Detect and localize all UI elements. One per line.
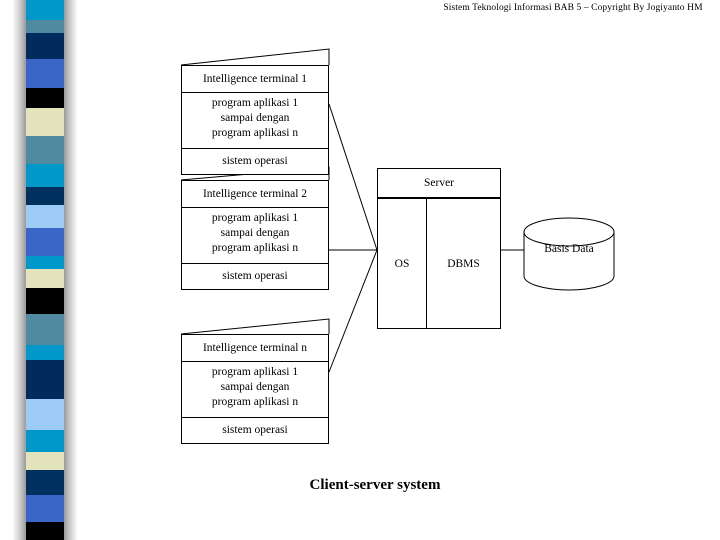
server-columns: OS DBMS [378,199,500,328]
terminal-1-program-line-1: program aplikasi 1 [211,97,299,109]
terminal-2-program-line-2: sampai dengan [220,227,290,240]
strip-block-8 [23,187,75,205]
terminal-2-program-line-3: program aplikasi n [211,242,299,255]
terminal-1-top-bevel [180,48,330,66]
strip-block-7 [20,164,75,187]
strip-block-12 [22,269,75,288]
strip-block-0 [22,0,75,20]
strip-glow-left [12,0,26,540]
strip-block-15 [23,345,75,360]
terminal-1-box[interactable]: Intelligence terminal 1 program aplikasi… [181,65,329,175]
strip-block-22 [21,522,75,540]
terminal-1-program-line-2: sampai dengan [220,112,290,125]
terminal-n-program-line-1: program aplikasi 1 [211,366,299,378]
connector-terminal-n-to-server [328,249,378,373]
terminal-n-os: sistem operasi [181,418,329,444]
strip-glow-right [64,0,78,540]
server-box[interactable]: Server OS DBMS [377,168,501,329]
diagram-caption: Client-server system [309,477,441,493]
terminal-2-programs: program aplikasi 1 sampai dengan program… [181,208,329,264]
terminal-n-title: Intelligence terminal n [181,334,329,362]
server-title: Server [378,169,500,199]
terminal-2-title: Intelligence terminal 2 [181,180,329,208]
terminal-n-box[interactable]: Intelligence terminal n program aplikasi… [181,334,329,444]
strip-block-19 [24,452,75,470]
decorative-side-strip [0,0,82,540]
strip-block-1 [21,20,75,33]
strip-block-18 [20,430,75,452]
terminal-n-top-bevel [180,318,330,335]
terminal-1-os: sistem operasi [181,149,329,175]
connector-terminal-1-to-server [328,103,378,251]
terminal-2-box[interactable]: Intelligence terminal 2 program aplikasi… [181,180,329,290]
database-label: Basis Data [544,243,594,255]
terminal-n-programs: program aplikasi 1 sampai dengan program… [181,362,329,418]
strip-block-9 [19,205,75,228]
terminal-2-program-line-1: program aplikasi 1 [211,212,299,224]
strip-block-11 [22,256,75,269]
terminal-n-program-line-2: sampai dengan [220,381,290,394]
slide-header-text: Sistem Teknologi Informasi BAB 5 – Copyr… [443,3,703,13]
terminal-n-program-line-3: program aplikasi n [211,396,299,409]
terminal-2-os: sistem operasi [181,264,329,290]
strip-block-4 [23,88,75,108]
terminal-1-title: Intelligence terminal 1 [181,65,329,93]
server-dbms-column: DBMS [447,257,480,270]
database-cylinder-icon [523,217,615,291]
server-os-column: OS [378,199,427,328]
terminal-1-program-line-3: program aplikasi n [211,127,299,140]
terminal-1-programs: program aplikasi 1 sampai dengan program… [181,93,329,149]
